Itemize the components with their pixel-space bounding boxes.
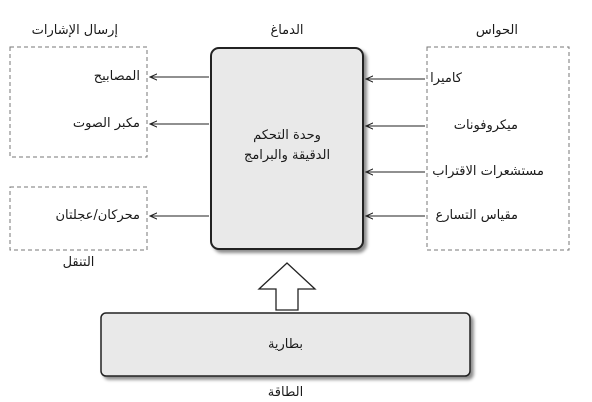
- senses-frame: [426, 46, 570, 251]
- accelerometer-input: مقياس التسارع: [435, 208, 518, 223]
- proximity-input: مستشعرات الاقتراب: [432, 164, 544, 179]
- locomotion-label: التنقل: [62, 255, 95, 270]
- cpu-line1: وحدة التحكم: [253, 128, 321, 143]
- brain-box: [210, 47, 364, 250]
- camera-input: كاميرا: [430, 71, 462, 86]
- lamps-output: المصابيح: [93, 69, 140, 84]
- signals-label: إرسال الإشارات: [31, 23, 118, 38]
- power-label: الطاقة: [267, 385, 304, 400]
- speaker-output: مكبر الصوت: [72, 116, 140, 131]
- cpu-line2: الدقيقة والبرامج: [243, 148, 331, 163]
- senses-label: الحواس: [475, 23, 518, 38]
- power-arrow: [257, 262, 317, 311]
- battery-box: [100, 312, 471, 377]
- signals-frame: [9, 46, 148, 158]
- locomotion-frame: [9, 186, 148, 251]
- brain-label: الدماغ: [270, 23, 304, 38]
- microphones-input: ميكروفونات: [453, 118, 518, 133]
- battery-label: بطارية: [267, 337, 304, 352]
- motors-output: محركان/عجلتان: [55, 208, 141, 223]
